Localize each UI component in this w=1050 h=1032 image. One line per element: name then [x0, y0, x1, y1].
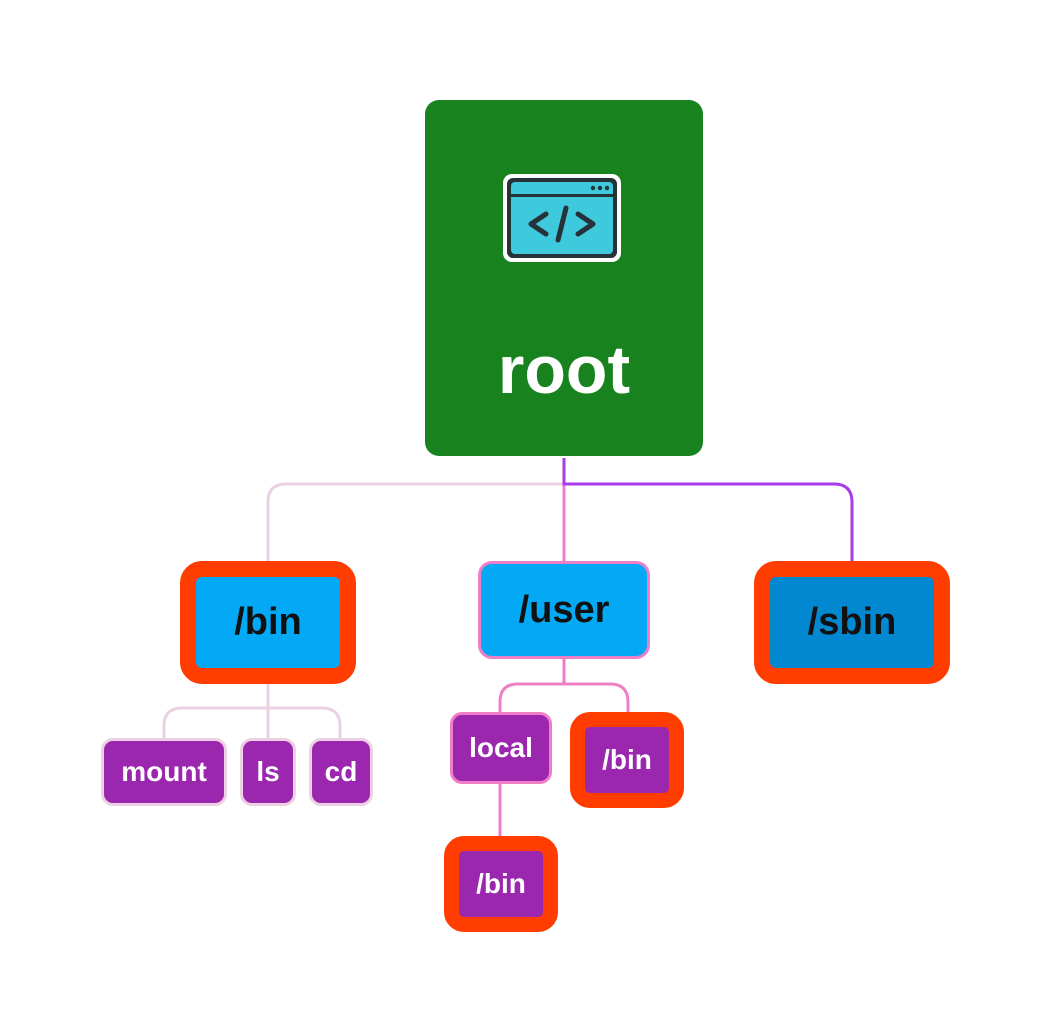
connector-user-children	[498, 658, 630, 714]
root-node[interactable]: root	[425, 100, 703, 456]
dir-node-bin[interactable]: /bin	[180, 561, 356, 684]
connector-root-sbin	[562, 458, 854, 562]
leaf-node-local-label: local	[469, 732, 533, 763]
root-label: root	[497, 332, 631, 408]
dir-node-bin-label: /bin	[234, 601, 302, 643]
dir-node-user-label: /user	[518, 588, 610, 631]
code-window-icon	[503, 174, 621, 262]
leaf-node-user-bin[interactable]: /bin	[570, 712, 684, 808]
leaf-node-mount-label: mount	[121, 756, 207, 787]
leaf-node-user-bin-label: /bin	[602, 744, 652, 775]
leaf-node-local[interactable]: local	[450, 712, 552, 784]
connector-bin-children	[162, 684, 342, 740]
leaf-node-ls[interactable]: ls	[240, 738, 296, 806]
leaf-node-cd-label: cd	[324, 756, 358, 787]
leaf-node-local-bin-label: /bin	[476, 868, 526, 899]
leaf-node-mount[interactable]: mount	[101, 738, 227, 806]
dir-node-sbin[interactable]: /sbin	[754, 561, 950, 684]
dir-node-sbin-label: /sbin	[807, 601, 897, 643]
leaf-node-local-bin[interactable]: /bin	[444, 836, 558, 932]
leaf-node-ls-label: ls	[256, 756, 280, 787]
connector-root-bin	[266, 458, 566, 562]
leaf-node-cd[interactable]: cd	[309, 738, 373, 806]
dir-node-user[interactable]: /user	[478, 561, 650, 659]
